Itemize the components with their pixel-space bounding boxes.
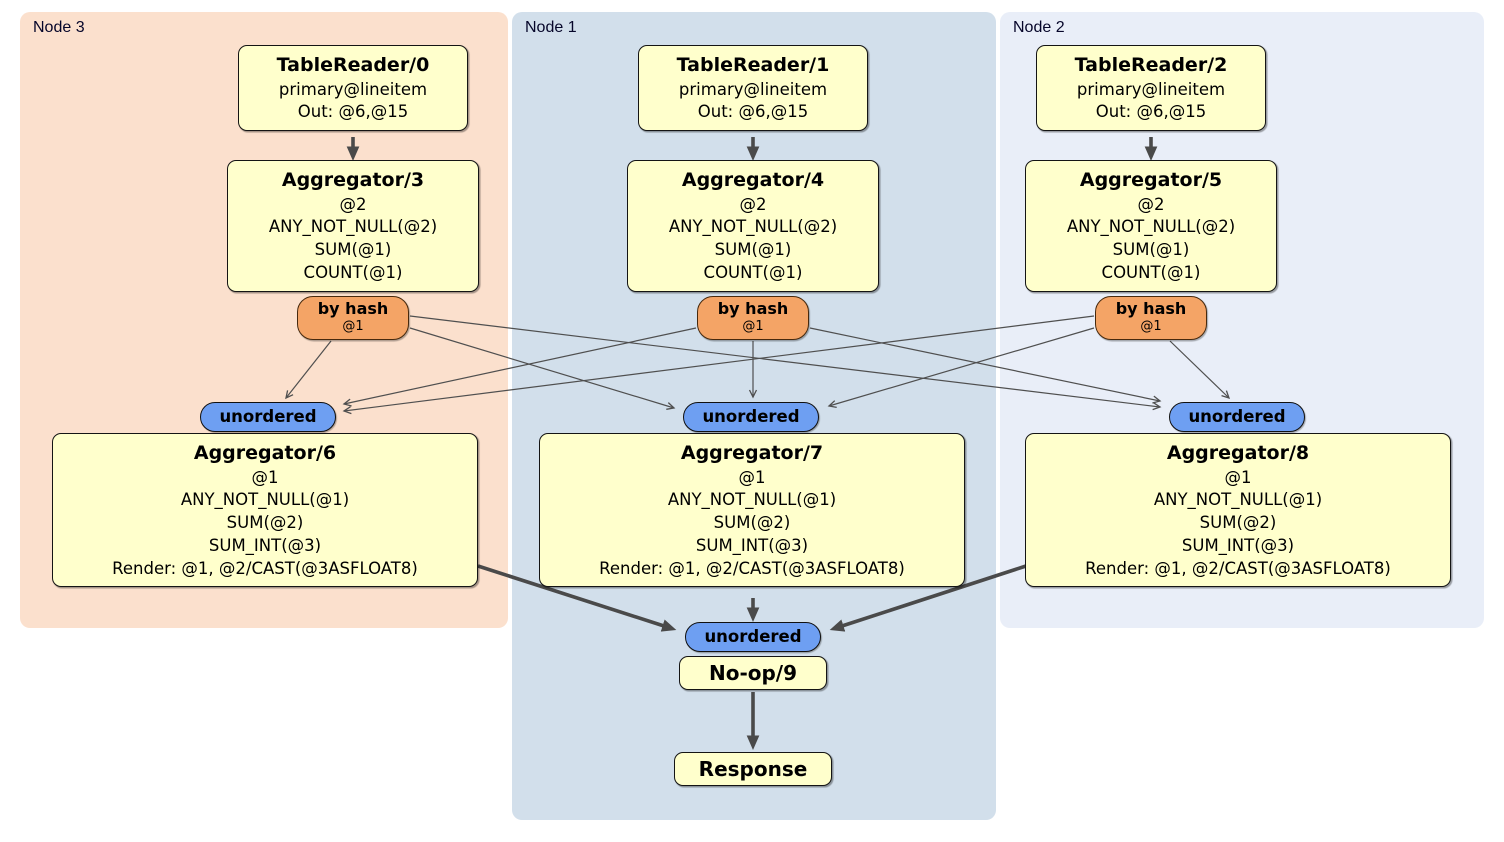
router-stream-edges [285, 315, 1231, 415]
operator-detail: SUM_INT(@3) [208, 535, 322, 555]
aggregator-bottom-box: Aggregator/8 @1 ANY_NOT_NULL(@1) SUM(@2)… [1025, 433, 1451, 588]
router-label: by hash [717, 299, 789, 318]
operator-detail: Out: @6,@15 [1095, 102, 1207, 122]
operator-detail: Render: @1, @2/CAST(@3ASFLOAT8) [1085, 558, 1391, 578]
operator-title: TableReader/1 [676, 54, 830, 76]
operator-detail: COUNT(@1) [703, 262, 803, 282]
router-detail: @1 [742, 319, 764, 334]
operator-detail: Render: @1, @2/CAST(@3ASFLOAT8) [599, 558, 905, 578]
operator-detail: primary@lineitem [678, 79, 828, 99]
operator-detail: SUM(@1) [714, 240, 792, 260]
operator-detail: ANY_NOT_NULL(@1) [1153, 490, 1323, 510]
table-reader-box: TableReader/1 primary@lineitem Out: @6,@… [638, 45, 868, 132]
stream-unordered-final: unordered [685, 622, 821, 652]
router-by-hash: by hash @1 [1095, 296, 1207, 340]
response-box: Response [674, 752, 832, 786]
operator-detail: primary@lineitem [1076, 79, 1226, 99]
aggregator-top-box: Aggregator/3 @2 ANY_NOT_NULL(@2) SUM(@1)… [227, 160, 479, 292]
operator-detail: SUM(@2) [1199, 513, 1277, 533]
router-by-hash: by hash @1 [297, 296, 409, 340]
router-by-hash: by hash @1 [697, 296, 809, 340]
table-reader-box: TableReader/0 primary@lineitem Out: @6,@… [238, 45, 468, 132]
table-reader-box: TableReader/2 primary@lineitem Out: @6,@… [1036, 45, 1266, 132]
router-detail: @1 [1140, 319, 1162, 334]
operator-title: Aggregator/8 [1166, 442, 1310, 464]
operator-title: TableReader/2 [1074, 54, 1228, 76]
stream-unordered: unordered [200, 402, 336, 432]
aggregator-bottom-box: Aggregator/7 @1 ANY_NOT_NULL(@1) SUM(@2)… [539, 433, 965, 588]
operator-detail: Out: @6,@15 [297, 102, 409, 122]
operator-detail: SUM(@2) [713, 513, 791, 533]
aggregator-bottom-box: Aggregator/6 @1 ANY_NOT_NULL(@1) SUM(@2)… [52, 433, 478, 588]
operator-detail: COUNT(@1) [303, 262, 403, 282]
operator-detail: SUM(@1) [1112, 240, 1190, 260]
operator-title: Aggregator/3 [281, 169, 425, 191]
router-label: by hash [317, 299, 389, 318]
aggregator-top-box: Aggregator/4 @2 ANY_NOT_NULL(@2) SUM(@1)… [627, 160, 879, 292]
router-detail: @1 [342, 319, 364, 334]
operator-title: Aggregator/5 [1079, 169, 1223, 191]
operator-detail: ANY_NOT_NULL(@1) [667, 490, 837, 510]
operator-title: Aggregator/7 [680, 442, 824, 464]
operator-detail: @1 [251, 467, 279, 487]
operator-detail: ANY_NOT_NULL(@2) [1066, 217, 1236, 237]
operator-detail: @1 [738, 467, 766, 487]
operator-detail: primary@lineitem [278, 79, 428, 99]
operator-title: Aggregator/4 [681, 169, 825, 191]
operator-detail: COUNT(@1) [1101, 262, 1201, 282]
stream-unordered: unordered [1169, 402, 1305, 432]
operator-title: Aggregator/6 [193, 442, 337, 464]
node-label: Node 3 [33, 19, 85, 36]
stream-label: unordered [219, 407, 317, 426]
operator-detail: Out: @6,@15 [697, 102, 809, 122]
stream-label: unordered [1188, 407, 1286, 426]
router-label: by hash [1115, 299, 1187, 318]
operator-detail: ANY_NOT_NULL(@2) [668, 217, 838, 237]
operator-detail: SUM(@2) [226, 513, 304, 533]
operator-detail: @2 [339, 194, 367, 214]
operator-title: TableReader/0 [276, 54, 430, 76]
operator-detail: SUM_INT(@3) [1181, 535, 1295, 555]
node-label: Node 1 [525, 19, 577, 36]
stream-unordered: unordered [683, 402, 819, 432]
operator-detail: ANY_NOT_NULL(@2) [268, 217, 438, 237]
operator-detail: SUM_INT(@3) [695, 535, 809, 555]
operator-detail: Render: @1, @2/CAST(@3ASFLOAT8) [112, 558, 418, 578]
operator-detail: ANY_NOT_NULL(@1) [180, 490, 350, 510]
operator-detail: @2 [1137, 194, 1165, 214]
stream-label: unordered [704, 627, 802, 646]
stream-label: unordered [702, 407, 800, 426]
aggregator-top-box: Aggregator/5 @2 ANY_NOT_NULL(@2) SUM(@1)… [1025, 160, 1277, 292]
node-label: Node 2 [1013, 19, 1065, 36]
operator-detail: SUM(@1) [314, 240, 392, 260]
noop-box: No-op/9 [679, 656, 827, 690]
flow-edges [346, 137, 1158, 750]
operator-detail: @2 [739, 194, 767, 214]
operator-detail: @1 [1224, 467, 1252, 487]
